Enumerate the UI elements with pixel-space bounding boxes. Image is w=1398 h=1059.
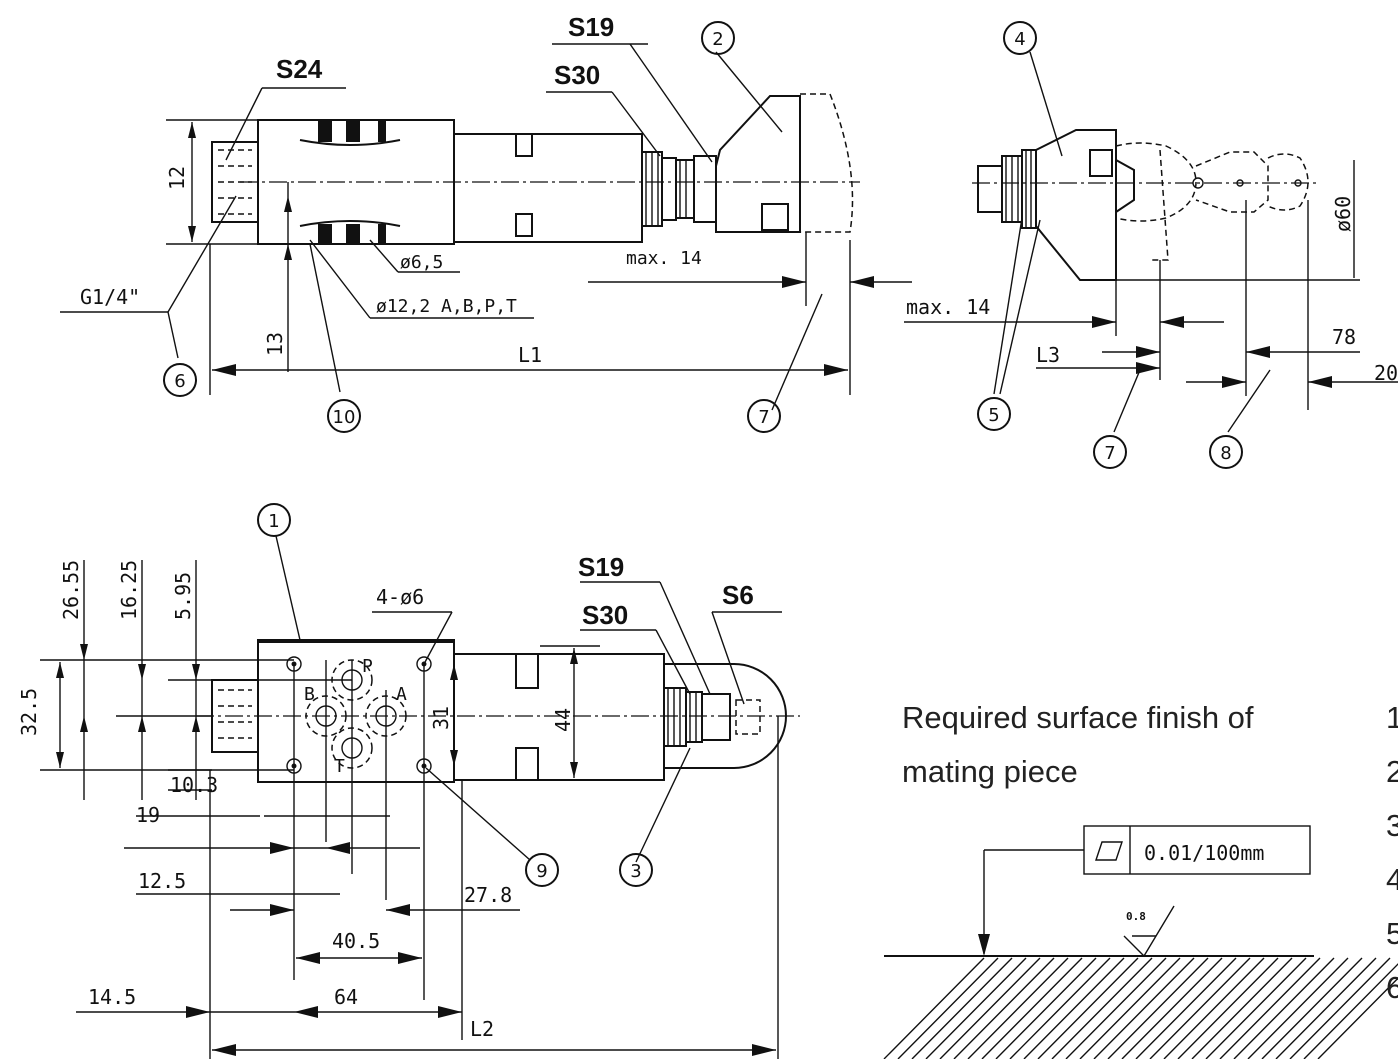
port-b: B bbox=[304, 684, 315, 705]
dim-12-5: 12.5 bbox=[138, 869, 186, 893]
max14-b-label: max. 14 bbox=[906, 295, 990, 319]
hatched-surface bbox=[883, 955, 1398, 1059]
balloon-7b: 7 bbox=[1104, 443, 1115, 464]
right-list-item: 6 bbox=[1386, 970, 1398, 1005]
balloons: 2 4 6 10 7 5 7 8 1 9 3 bbox=[163, 21, 1243, 887]
dim-44: 44 bbox=[551, 708, 575, 732]
right-list-item: 4 bbox=[1386, 862, 1398, 897]
side-view-right bbox=[904, 51, 1398, 433]
s19-bottom-label: S19 bbox=[578, 552, 624, 582]
right-list-item: 2 bbox=[1386, 754, 1398, 789]
surface-note-line1: Required surface finish of bbox=[902, 700, 1254, 735]
connector-plug-right bbox=[1035, 129, 1117, 281]
dim-14-5: 14.5 bbox=[88, 985, 136, 1009]
balloon-2: 2 bbox=[712, 29, 723, 50]
l2-label: L2 bbox=[470, 1017, 494, 1041]
port-p: P bbox=[362, 656, 373, 677]
balloon-3: 3 bbox=[630, 861, 641, 882]
tolerance-value: 0.01/100mm bbox=[1144, 841, 1264, 865]
right-list-item: 5 bbox=[1386, 916, 1398, 951]
balloon-4: 4 bbox=[1014, 29, 1025, 50]
right-list: 1 2 3 4 5 6 bbox=[1386, 700, 1398, 1005]
balloon-5: 5 bbox=[988, 405, 999, 426]
port-t: T bbox=[334, 756, 345, 777]
flatness-callout bbox=[978, 825, 1311, 956]
d60-label: ø60 bbox=[1331, 196, 1355, 232]
balloon-10: 10 bbox=[333, 407, 356, 428]
balloon-8: 8 bbox=[1220, 443, 1231, 464]
dim-16-25: 16.25 bbox=[117, 560, 141, 620]
s30-top-label: S30 bbox=[554, 60, 600, 90]
g14-label: G1/4" bbox=[80, 285, 140, 309]
l1-label: L1 bbox=[518, 343, 542, 367]
dim-13: 13 bbox=[263, 332, 287, 356]
d65-label: ø6,5 bbox=[400, 252, 443, 273]
dim-12: 12 bbox=[165, 166, 189, 190]
dim-40-5: 40.5 bbox=[332, 929, 380, 953]
d122-label: ø12,2 A,B,P,T bbox=[376, 296, 517, 317]
l3-label: L3 bbox=[1036, 343, 1060, 367]
s24-label: S24 bbox=[276, 54, 323, 84]
surface-note-line2: mating piece bbox=[902, 754, 1078, 789]
max14-a-label: max. 14 bbox=[626, 248, 702, 269]
connector-plug bbox=[715, 95, 801, 233]
side-view-left bbox=[60, 43, 912, 411]
connector-cap bbox=[663, 663, 787, 769]
dim-10-3: 10.3 bbox=[170, 773, 218, 797]
right-list-item: 1 bbox=[1386, 700, 1398, 735]
port-a: A bbox=[396, 684, 407, 705]
balloon-7a: 7 bbox=[758, 407, 769, 428]
balloon-1: 1 bbox=[268, 511, 279, 532]
s19-top-label: S19 bbox=[568, 12, 614, 42]
dim-20: 20 bbox=[1374, 361, 1398, 385]
s30-bottom-label: S30 bbox=[582, 600, 628, 630]
top-view bbox=[40, 535, 800, 1059]
balloon-9: 9 bbox=[536, 861, 547, 882]
dim-5-95: 5.95 bbox=[171, 572, 195, 620]
dim-19: 19 bbox=[136, 803, 160, 827]
dim-32-5: 32.5 bbox=[17, 688, 41, 736]
right-list-item: 3 bbox=[1386, 808, 1398, 843]
roughness-value: 0.8 bbox=[1126, 910, 1146, 923]
dim-31: 31 bbox=[429, 706, 453, 730]
solenoid-housing bbox=[453, 133, 643, 243]
balloon-6: 6 bbox=[174, 371, 185, 392]
dim-26-55: 26.55 bbox=[59, 560, 83, 620]
dim-27-8: 27.8 bbox=[464, 883, 512, 907]
dim-78: 78 bbox=[1332, 325, 1356, 349]
s6-label: S6 bbox=[722, 580, 754, 610]
four-d6-label: 4-ø6 bbox=[376, 585, 424, 609]
dim-64: 64 bbox=[334, 985, 358, 1009]
flatness-icon bbox=[1095, 841, 1123, 861]
